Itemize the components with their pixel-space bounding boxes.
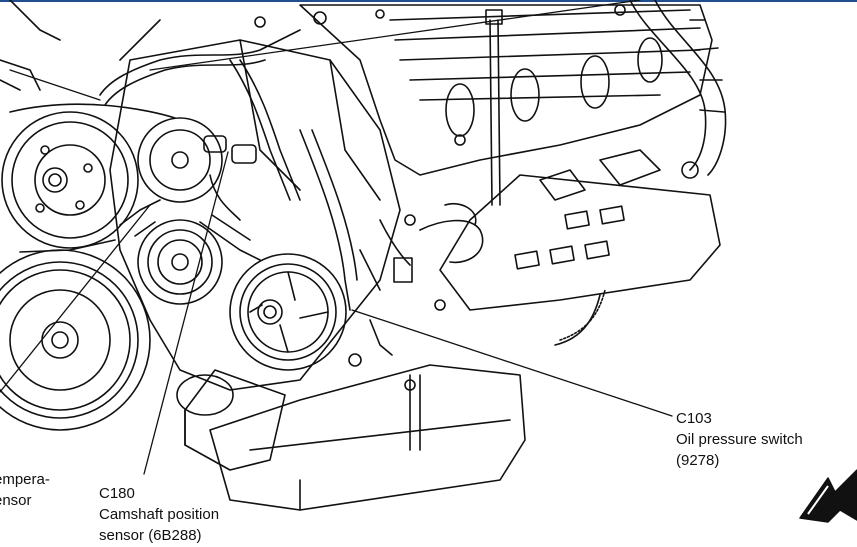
- component-name-line2: ensor: [0, 492, 32, 509]
- wiring-harness: [99, 19, 413, 356]
- connector-label: C180: [99, 485, 135, 502]
- water-pump-pulley: [1, 111, 139, 249]
- leader-lines: [0, 0, 673, 475]
- leader-top: [149, 0, 641, 71]
- oil-filter: [176, 369, 286, 471]
- component-name: Oil pressure switch: [676, 431, 803, 448]
- exhaust-manifold: [439, 149, 721, 311]
- crankshaft-pulley: [0, 249, 151, 431]
- component-name: Camshaft position: [99, 506, 220, 523]
- component-name-line1: empera-: [0, 471, 50, 488]
- forward-arrow-icon: [799, 469, 857, 523]
- callout-coolant-temperature-sensor: empera- ensor: [0, 469, 50, 511]
- top-border: [0, 0, 857, 2]
- upper-hose: [629, 0, 727, 176]
- engine-details: [0, 0, 484, 391]
- power-steering-pulley: [229, 253, 347, 371]
- leader-upper: [9, 69, 101, 101]
- part-number: (9278): [676, 452, 720, 469]
- idler-pulley-upper: [137, 117, 223, 203]
- valve-cover: [299, 4, 713, 176]
- part-number: sensor (6B288): [99, 527, 202, 544]
- accessory-belt: [9, 103, 261, 261]
- connector-label: C103: [676, 410, 712, 427]
- leader-c103: [351, 309, 673, 417]
- tensioner-pulley: [137, 219, 223, 305]
- callout-oil-pressure-switch: C103 Oil pressure switch (9278): [676, 408, 803, 471]
- callout-camshaft-position-sensor: C180 Camshaft position sensor (6B288): [99, 483, 219, 546]
- leader-c180: [143, 151, 229, 475]
- dipstick-tube: [485, 9, 503, 206]
- leader-ect: [0, 204, 151, 393]
- front-cover: [109, 39, 401, 391]
- flywheel: [554, 289, 606, 346]
- oil-pan: [209, 364, 526, 511]
